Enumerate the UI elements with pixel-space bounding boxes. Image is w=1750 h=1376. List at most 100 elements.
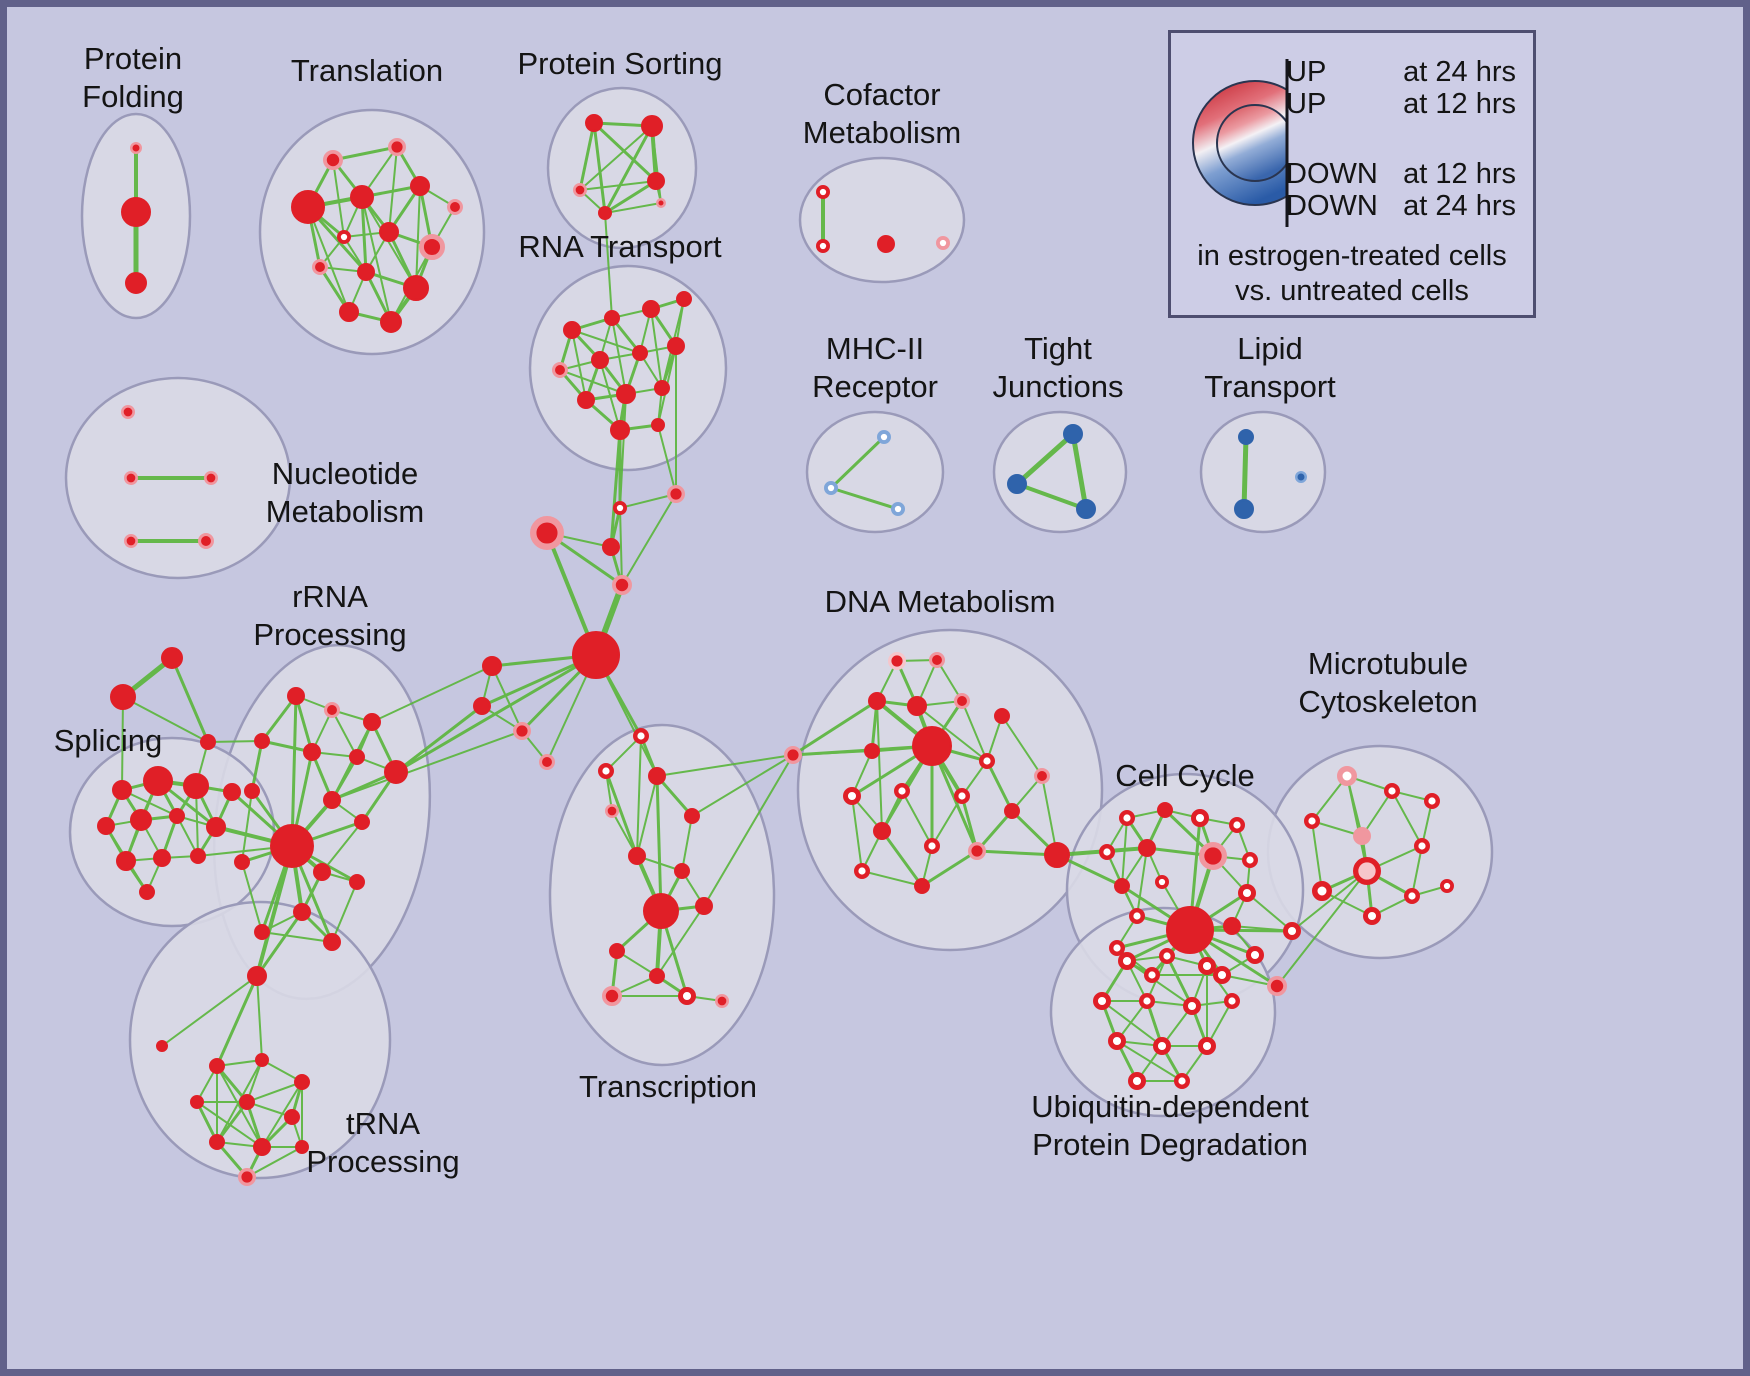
node-116 (695, 897, 713, 915)
node-114 (674, 863, 690, 879)
node-49 (1007, 474, 1027, 494)
node-105 (253, 1138, 271, 1156)
edge (876, 700, 883, 832)
node-40 (121, 404, 136, 419)
node-184 (1127, 1071, 1146, 1090)
edge (1014, 431, 1076, 487)
edge (290, 694, 298, 848)
node-100 (294, 1074, 310, 1090)
edge (703, 754, 794, 907)
edge (636, 735, 642, 857)
node-1 (121, 197, 151, 227)
node-75 (116, 851, 136, 871)
legend-box: UP at 24 hrs UP at 12 hrs DOWN at 12 hrs… (1168, 30, 1536, 318)
node-163 (1423, 793, 1440, 810)
edge (1041, 775, 1058, 856)
node-170 (1440, 878, 1455, 893)
edge (255, 844, 294, 978)
node-161 (1337, 766, 1357, 786)
edge (241, 861, 263, 933)
edge (960, 794, 979, 853)
edge (592, 121, 607, 215)
node-183 (1197, 1036, 1216, 1055)
node-175 (1158, 948, 1175, 965)
edge (650, 308, 663, 389)
edge (1101, 1000, 1163, 1047)
cluster-lipid-transport (1199, 410, 1327, 534)
node-67 (112, 780, 132, 800)
node-80 (323, 702, 340, 719)
node-13 (357, 263, 375, 281)
node-76 (153, 849, 171, 867)
edge (1276, 870, 1368, 987)
node-148 (1138, 839, 1156, 857)
edge (604, 769, 639, 858)
edge (1241, 434, 1249, 512)
node-54 (612, 500, 627, 515)
node-34 (667, 337, 685, 355)
node-43 (124, 534, 139, 549)
edge (307, 206, 350, 313)
node-10 (379, 222, 399, 242)
edge (256, 975, 263, 1061)
edge (246, 1081, 303, 1103)
node-162 (1383, 783, 1400, 800)
node-37 (654, 380, 670, 396)
edge (394, 704, 484, 774)
node-98 (209, 1058, 225, 1074)
node-12 (311, 258, 328, 275)
edge (961, 700, 988, 762)
node-68 (143, 766, 173, 796)
edge (215, 1100, 249, 1144)
node-26 (935, 236, 950, 251)
edge (255, 910, 304, 978)
node-108 (633, 728, 650, 745)
node-74 (206, 817, 226, 837)
node-167 (1353, 856, 1382, 885)
edge (592, 121, 658, 183)
edge (261, 931, 333, 943)
node-153 (1237, 883, 1256, 902)
node-131 (979, 753, 996, 770)
node-150 (1241, 852, 1258, 869)
edge (619, 493, 677, 509)
node-8 (446, 199, 463, 216)
node-61 (473, 697, 491, 715)
edge (829, 435, 886, 490)
node-3 (322, 149, 343, 170)
node-91 (313, 863, 331, 881)
node-111 (605, 804, 620, 819)
node-141 (854, 863, 871, 880)
node-110 (648, 767, 666, 785)
node-103 (284, 1109, 300, 1125)
edge (681, 815, 693, 872)
edge (331, 881, 358, 943)
node-32 (591, 351, 609, 369)
node-70 (223, 783, 241, 801)
node-21 (598, 206, 612, 220)
legend-direction-label: UP (1286, 56, 1327, 88)
node-129 (912, 726, 952, 766)
node-154 (1128, 908, 1145, 925)
node-50 (1076, 499, 1096, 519)
edge (1126, 960, 1193, 1007)
node-124 (929, 652, 946, 669)
edge (216, 1065, 263, 1148)
node-27 (563, 321, 581, 339)
node-143 (1118, 810, 1135, 827)
edge (829, 486, 900, 511)
node-19 (573, 183, 588, 198)
node-18 (641, 115, 663, 137)
node-38 (610, 420, 630, 440)
edge (621, 493, 677, 586)
edge (215, 974, 259, 1068)
node-14 (403, 275, 429, 301)
edge (170, 656, 210, 744)
node-133 (842, 786, 861, 805)
node-28 (604, 310, 620, 326)
node-160 (1212, 965, 1231, 984)
node-58 (612, 575, 633, 596)
node-71 (97, 817, 115, 835)
legend-time-label: at 12 hrs (1403, 88, 1516, 120)
edge (609, 428, 622, 549)
